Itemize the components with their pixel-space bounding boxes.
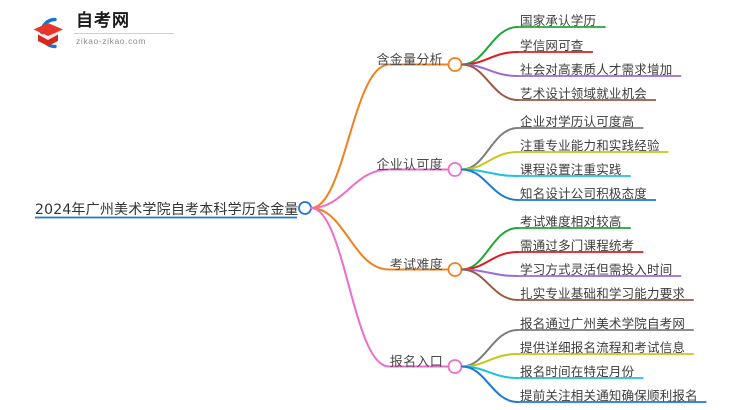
- site-logo[interactable]: 自考网 zikao-zikao.com: [28, 10, 178, 56]
- leaf-connector: [461, 63, 519, 101]
- leaf-label[interactable]: 考试难度相对较高: [520, 214, 622, 229]
- branch-label[interactable]: 考试难度: [389, 258, 443, 273]
- branch-connector: [310, 207, 449, 368]
- branch-node-circle[interactable]: [447, 359, 463, 374]
- logo-divider: [74, 33, 174, 34]
- leaf-connector: [461, 268, 519, 301]
- logo-title-cn: 自考网: [76, 11, 130, 31]
- leaf-connector: [461, 63, 519, 77]
- leaf-label[interactable]: 社会对高素质人才需求增加: [520, 62, 673, 77]
- root-node-circle[interactable]: [298, 201, 312, 215]
- leaf-label[interactable]: 课程设置注重实践: [520, 162, 622, 177]
- branch-label[interactable]: 含金量分析: [376, 53, 443, 68]
- branch-label[interactable]: 报名入口: [389, 355, 443, 370]
- leaf-connector: [461, 168, 519, 177]
- leaf-label[interactable]: 知名设计公司积极态度: [520, 186, 648, 201]
- leaf-connector: [461, 251, 519, 271]
- leaf-label[interactable]: 报名时间在特定月份: [520, 364, 635, 379]
- leaf-connector: [461, 227, 519, 271]
- leaf-label[interactable]: 学信网可查: [520, 38, 584, 53]
- leaf-label[interactable]: 扎实专业基础和学习能力要求: [520, 286, 686, 301]
- graduation-cap-icon: [33, 17, 63, 49]
- leaf-connector: [461, 26, 519, 66]
- branch-connector: [310, 168, 449, 209]
- leaf-connector: [461, 168, 519, 201]
- logo-text: 自考网 zikao-zikao.com: [74, 10, 178, 46]
- leaf-label[interactable]: 报名通过广州美术学院自考网: [520, 316, 686, 331]
- leaf-connector: [461, 329, 519, 368]
- leaf-label[interactable]: 提供详细报名流程和考试信息: [520, 340, 686, 355]
- leaf-label[interactable]: 注重专业能力和实践经验: [520, 138, 660, 153]
- leaf-connector: [461, 365, 519, 379]
- branch-node-circle[interactable]: [447, 57, 463, 72]
- leaf-label[interactable]: 艺术设计领域就业机会: [520, 86, 648, 101]
- leaf-label[interactable]: 国家承认学历: [520, 13, 597, 28]
- leaf-connector: [461, 268, 519, 277]
- leaf-connector: [461, 365, 519, 403]
- leaf-connector: [461, 51, 519, 66]
- root-node-label[interactable]: 2024年广州美术学院自考本科学历含金量: [35, 202, 299, 218]
- branch-connector: [310, 63, 449, 209]
- branch-node-circle[interactable]: [447, 262, 463, 277]
- leaf-connector: [461, 127, 519, 171]
- leaf-connector: [461, 151, 519, 171]
- logo-domain: zikao-zikao.com: [76, 36, 146, 46]
- branch-node-circle[interactable]: [447, 162, 463, 177]
- leaf-label[interactable]: 学习方式灵活但需投入时间: [520, 262, 673, 277]
- leaf-label[interactable]: 提前关注相关通知确保顺利报名: [520, 388, 698, 403]
- leaf-label[interactable]: 企业对学历认可度高: [520, 114, 635, 129]
- leaf-label[interactable]: 需通过多门课程统考: [520, 238, 635, 253]
- branch-label[interactable]: 企业认可度: [376, 158, 443, 173]
- leaf-connector: [461, 353, 519, 368]
